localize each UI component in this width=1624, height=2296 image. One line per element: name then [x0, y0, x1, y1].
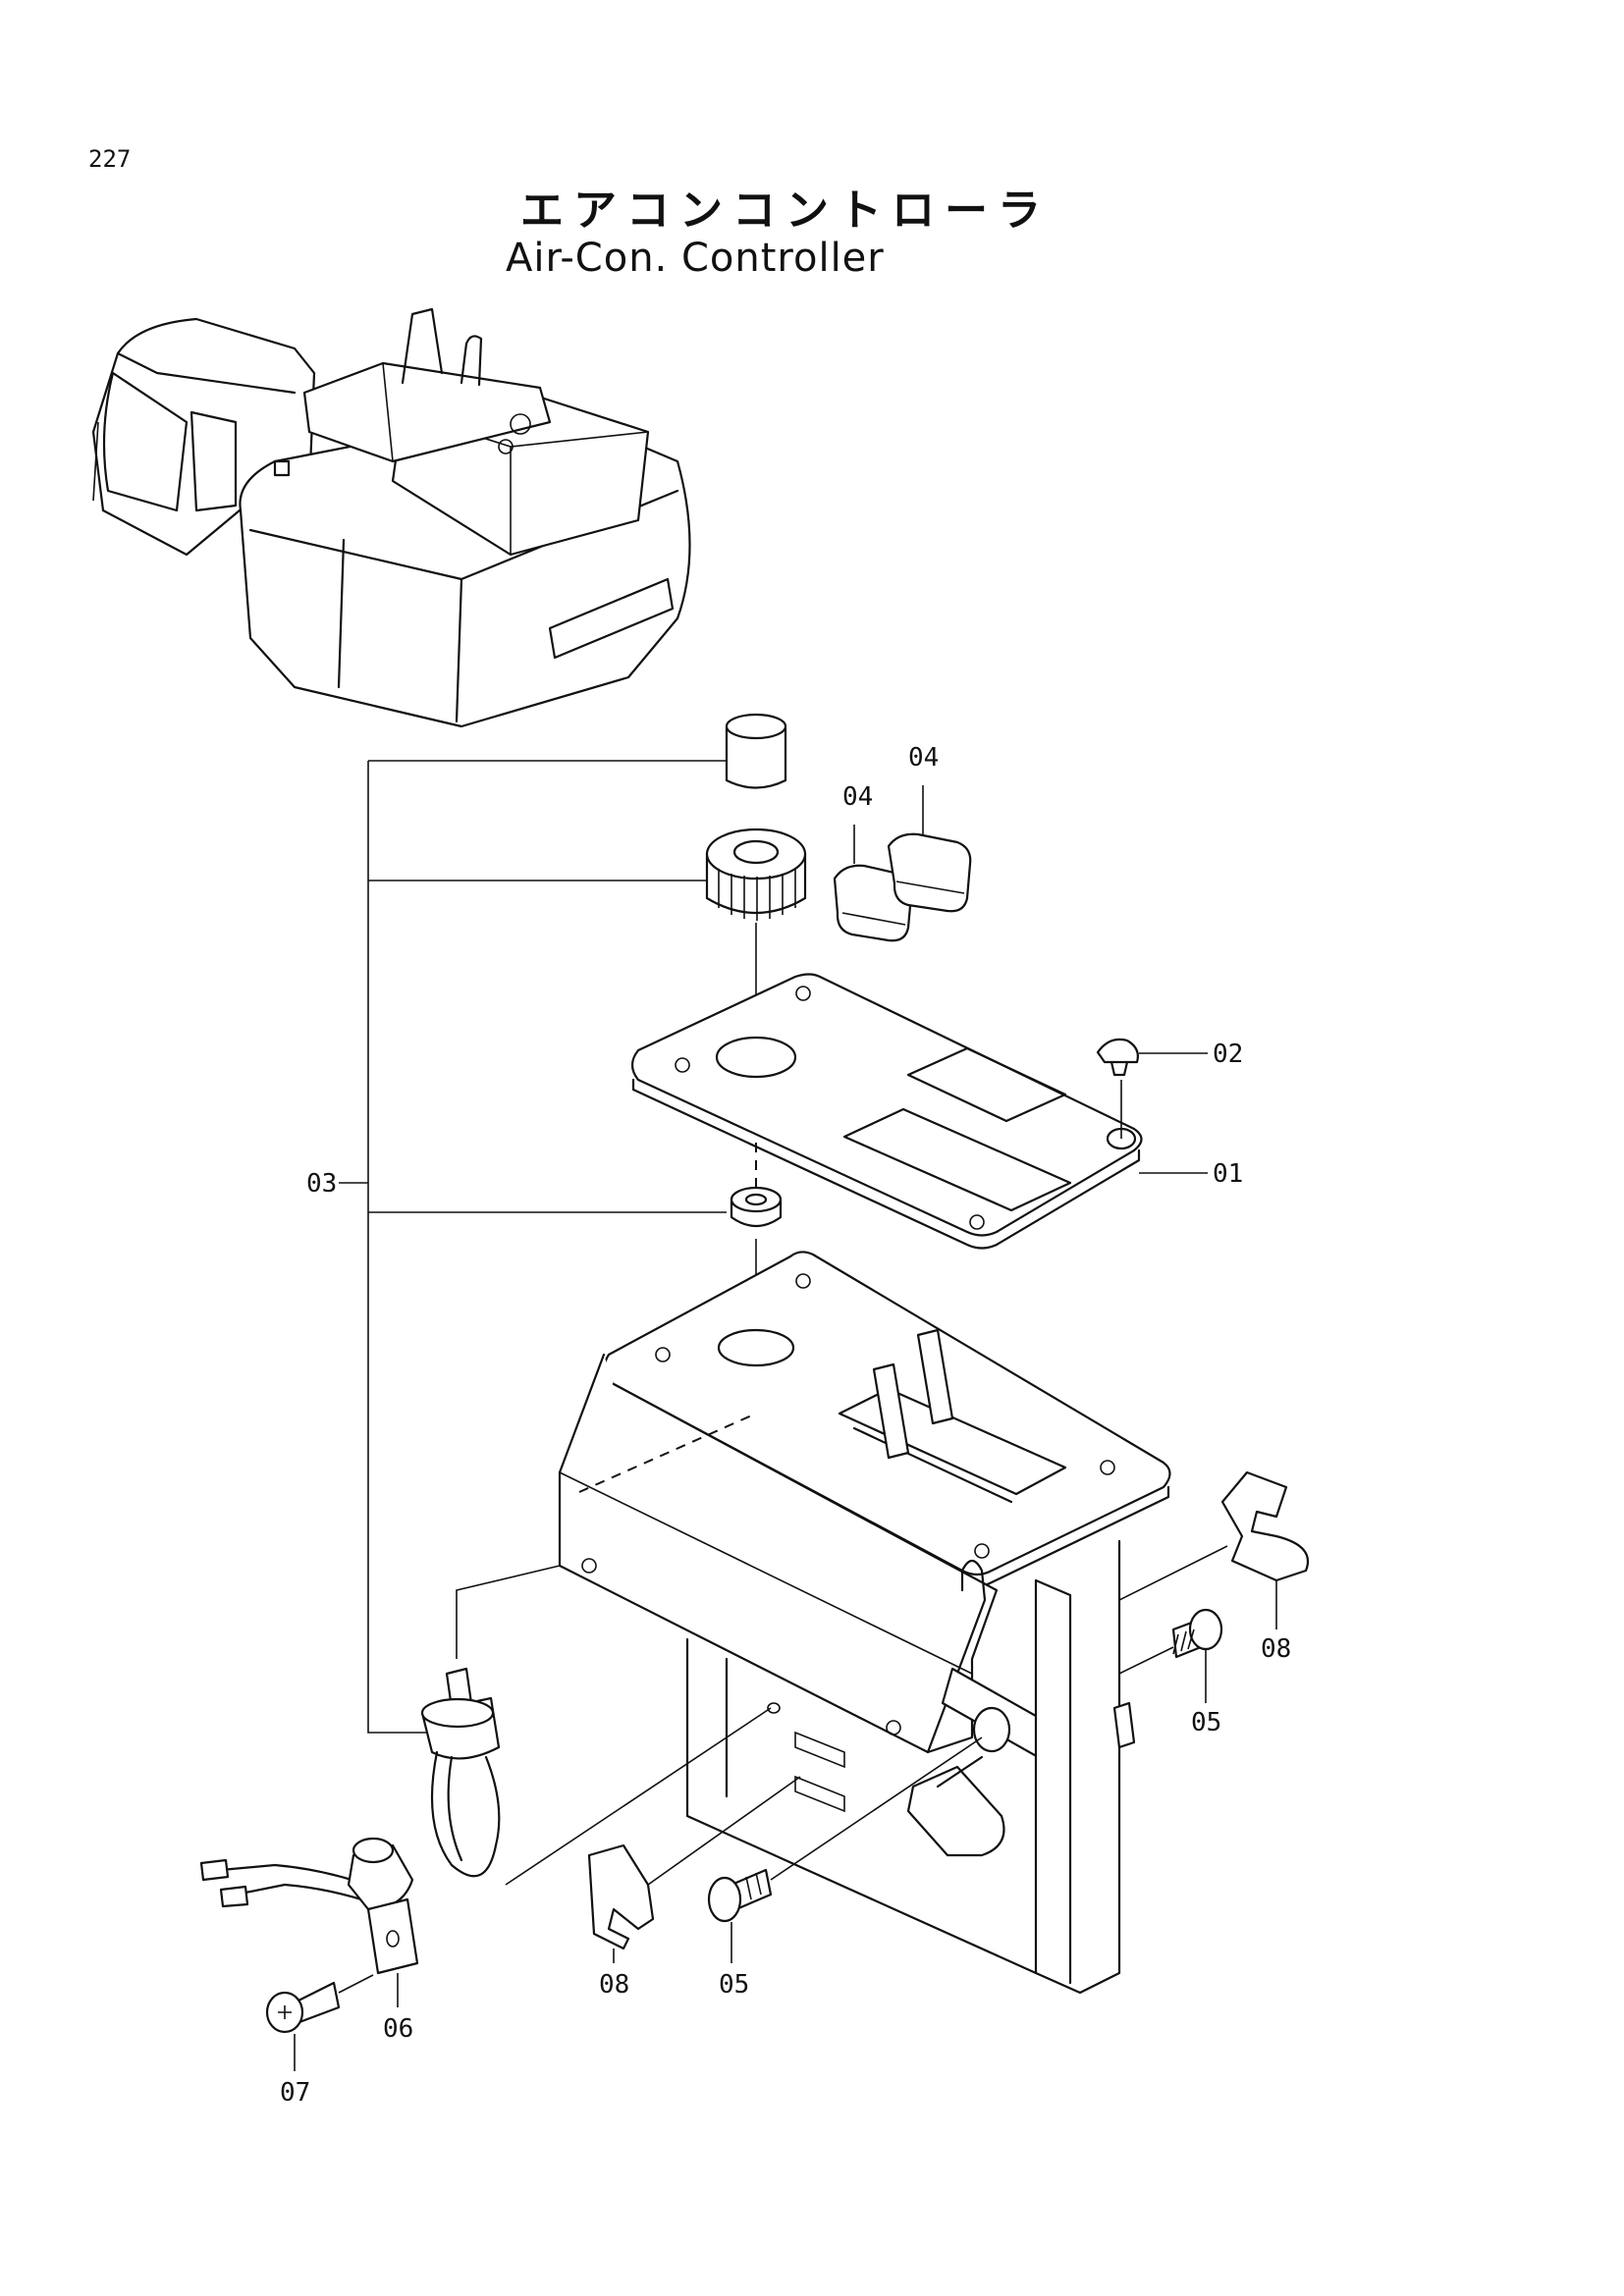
callout-05-right: 05	[1191, 1708, 1221, 1737]
sensor-assembly: 06	[199, 1565, 772, 2044]
knurled-knob	[705, 828, 807, 921]
panel-rivet: 02	[1096, 1038, 1243, 1077]
bolt-right: 05	[1118, 1608, 1223, 1737]
callout-06: 06	[383, 2014, 413, 2044]
callout-02: 02	[1213, 1040, 1243, 1069]
title-japanese: エアコンコントローラ	[520, 186, 1051, 236]
mounting-bracket	[558, 1251, 1171, 1995]
panel-plate: 01	[630, 973, 1243, 1250]
callout-04-right: 04	[908, 743, 939, 773]
clip-right: 08	[1118, 1470, 1309, 1664]
screw-07: 07	[265, 1974, 374, 2108]
clip-lower: 08	[587, 1776, 801, 2000]
callout-03-bracket: 03	[306, 760, 727, 1734]
callout-08-right: 08	[1261, 1634, 1291, 1664]
callout-08-lower: 08	[599, 1970, 629, 2000]
page-number: 227	[88, 145, 132, 173]
callout-04-left: 04	[842, 782, 873, 812]
callout-07: 07	[280, 2078, 310, 2108]
excavator-overview	[91, 307, 691, 728]
title-english: Air-Con. Controller	[506, 236, 885, 281]
hex-nut	[730, 1186, 783, 1228]
knob-cap	[725, 713, 787, 789]
callout-03: 03	[306, 1169, 337, 1199]
push-buttons: 04 04	[833, 743, 972, 942]
callout-05-lower: 05	[719, 1970, 749, 2000]
callout-01: 01	[1213, 1159, 1243, 1189]
bolt-lower: 05	[707, 1736, 983, 2000]
